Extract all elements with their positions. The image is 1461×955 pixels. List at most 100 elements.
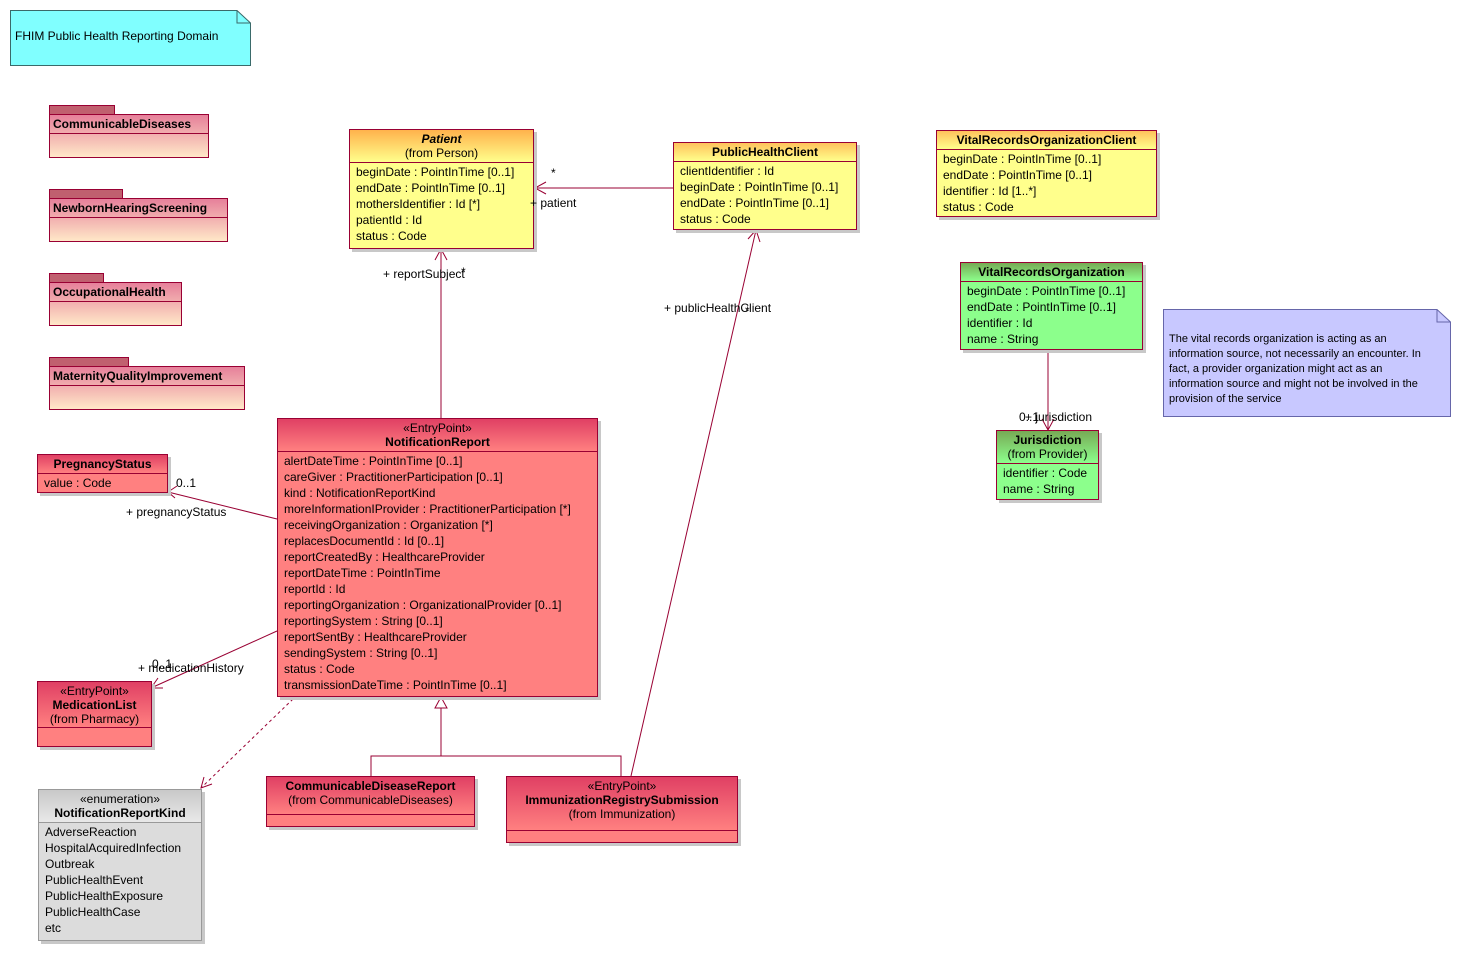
attribute: sendingSystem : String [0..1] bbox=[284, 646, 438, 660]
class-name: ImmunizationRegistrySubmission bbox=[525, 793, 719, 807]
attribute: patientId : Id bbox=[356, 213, 423, 227]
attribute: reportId : Id bbox=[284, 582, 346, 596]
attribute: reportingSystem : String [0..1] bbox=[284, 614, 443, 628]
multiplicity-jurisdiction: 0..1 bbox=[1019, 410, 1040, 424]
attribute: reportSentBy : HealthcareProvider bbox=[284, 630, 467, 644]
attribute: identifier : Id bbox=[967, 316, 1033, 330]
generalization-triangle bbox=[434, 695, 448, 709]
package-tab bbox=[49, 105, 115, 115]
enum-notification-report-kind[interactable]: «enumeration» NotificationReportKind Adv… bbox=[38, 789, 202, 941]
class-communicable-disease-report[interactable]: CommunicableDiseaseReport (from Communic… bbox=[266, 776, 475, 827]
class-name: Jurisdiction bbox=[1013, 433, 1082, 447]
package-communicable-diseases[interactable]: CommunicableDiseases bbox=[49, 114, 209, 158]
role-public-health-client: + publicHealthClient bbox=[664, 301, 772, 315]
attribute-list: beginDate : PointInTime [0..1] endDate :… bbox=[961, 282, 1142, 348]
assoc-report-pregnancy bbox=[167, 491, 278, 520]
attribute: moreInformationIProvider : PractitionerP… bbox=[284, 502, 571, 516]
package-tab bbox=[49, 273, 104, 283]
class-immunization-registry-submission[interactable]: «EntryPoint» ImmunizationRegistrySubmiss… bbox=[506, 776, 738, 843]
enum-literal: PublicHealthEvent bbox=[45, 873, 144, 887]
literal-list: AdverseReaction HospitalAcquiredInfectio… bbox=[39, 823, 201, 937]
attribute: beginDate : PointInTime [0..1] bbox=[680, 180, 839, 194]
multiplicity-medication-history: 0..1 bbox=[152, 657, 173, 671]
package-name: CommunicableDiseases bbox=[50, 115, 208, 134]
class-public-health-client[interactable]: PublicHealthClient clientIdentifier : Id… bbox=[673, 142, 857, 230]
enum-literal: etc bbox=[45, 921, 62, 935]
attribute: beginDate : PointInTime [0..1] bbox=[943, 152, 1102, 166]
vital-records-note: The vital records organization is acting… bbox=[1163, 309, 1451, 417]
attribute: identifier : Id [1..*] bbox=[943, 184, 1037, 198]
class-name: MedicationList bbox=[52, 698, 137, 712]
attribute: reportDateTime : PointInTime bbox=[284, 566, 441, 580]
class-medication-list[interactable]: «EntryPoint» MedicationList (from Pharma… bbox=[37, 681, 152, 747]
attribute: careGiver : PractitionerParticipation [0… bbox=[284, 470, 503, 484]
class-patient[interactable]: Patient (from Person) beginDate : PointI… bbox=[349, 129, 534, 249]
role-report-subject: + reportSubject bbox=[383, 267, 465, 281]
class-name: NotificationReportKind bbox=[54, 806, 186, 820]
role-pregnancy-status: + pregnancyStatus bbox=[126, 505, 227, 519]
arrowhead-patient bbox=[533, 181, 547, 195]
class-vital-records-organization[interactable]: VitalRecordsOrganization beginDate : Poi… bbox=[960, 262, 1143, 350]
package-name: MaternityQualityImprovement bbox=[50, 367, 244, 386]
class-name: CommunicableDiseaseReport bbox=[285, 779, 456, 793]
attribute: beginDate : PointInTime [0..1] bbox=[356, 165, 515, 179]
class-origin: (from Provider) bbox=[1007, 447, 1088, 461]
diagram-title: FHIM Public Health Reporting Domain bbox=[15, 29, 219, 43]
class-origin: (from Pharmacy) bbox=[49, 712, 140, 726]
role-patient: + patient bbox=[530, 196, 577, 210]
class-name: VitalRecordsOrganization bbox=[978, 265, 1125, 279]
class-jurisdiction[interactable]: Jurisdiction (from Provider) identifier … bbox=[996, 430, 1099, 500]
attribute: kind : NotificationReportKind bbox=[284, 486, 436, 500]
class-pregnancy-status[interactable]: PregnancyStatus value : Code bbox=[37, 454, 168, 493]
diagram-title-note: FHIM Public Health Reporting Domain bbox=[10, 10, 251, 66]
enum-literal: HospitalAcquiredInfection bbox=[45, 841, 182, 855]
enum-literal: Outbreak bbox=[45, 857, 95, 871]
attribute: status : Code bbox=[943, 200, 1014, 214]
class-name: PublicHealthClient bbox=[711, 145, 818, 159]
package-tab bbox=[49, 189, 123, 199]
assoc-submission-client bbox=[630, 229, 757, 777]
attribute: beginDate : PointInTime [0..1] bbox=[967, 284, 1126, 298]
attribute: receivingOrganization : Organization [*] bbox=[284, 518, 493, 532]
attribute: endDate : PointInTime [0..1] bbox=[356, 181, 505, 195]
class-origin: (from CommunicableDiseases) bbox=[288, 793, 453, 807]
attribute: endDate : PointInTime [0..1] bbox=[680, 196, 829, 210]
attribute-list: beginDate : PointInTime [0..1] endDate :… bbox=[350, 163, 533, 245]
class-stereotype: «EntryPoint» bbox=[60, 684, 129, 698]
role-jurisdiction: + jurisdiction bbox=[1025, 410, 1093, 424]
package-newborn-hearing-screening[interactable]: NewbornHearingScreening bbox=[49, 198, 228, 242]
enum-literal: PublicHealthCase bbox=[45, 905, 141, 919]
attribute: endDate : PointInTime [0..1] bbox=[967, 300, 1116, 314]
attribute: transmissionDateTime : PointInTime [0..1… bbox=[284, 678, 507, 692]
arrowhead-public-health-client bbox=[747, 229, 761, 243]
arrowhead-report-subject bbox=[434, 247, 448, 261]
enum-literal: PublicHealthExposure bbox=[45, 889, 164, 903]
arrowhead-pregnancy bbox=[167, 485, 178, 499]
attribute: endDate : PointInTime [0..1] bbox=[943, 168, 1092, 182]
attribute: alertDateTime : PointInTime [0..1] bbox=[284, 454, 463, 468]
multiplicity-patient: * bbox=[551, 166, 556, 180]
attribute: replacesDocumentId : Id [0..1] bbox=[284, 534, 445, 548]
class-origin: (from Immunization) bbox=[568, 807, 676, 821]
attribute: value : Code bbox=[44, 476, 112, 490]
attribute: name : String bbox=[1003, 482, 1075, 496]
dependency-kind bbox=[200, 698, 294, 789]
package-occupational-health[interactable]: OccupationalHealth bbox=[49, 282, 182, 326]
package-maternity-quality-improvement[interactable]: MaternityQualityImprovement bbox=[49, 366, 245, 410]
note-shape bbox=[10, 10, 251, 66]
class-name: NotificationReport bbox=[385, 435, 490, 449]
class-vital-records-organization-client[interactable]: VitalRecordsOrganizationClient beginDate… bbox=[936, 130, 1157, 217]
class-notification-report[interactable]: «EntryPoint» NotificationReport alertDat… bbox=[277, 418, 598, 697]
attribute-list: value : Code bbox=[38, 474, 167, 492]
multiplicity-public-health-client: * bbox=[745, 304, 750, 318]
attribute: status : Code bbox=[680, 212, 751, 226]
class-name: PregnancyStatus bbox=[53, 457, 152, 471]
class-stereotype: «EntryPoint» bbox=[403, 421, 472, 435]
multiplicity-report-subject: * bbox=[461, 265, 466, 279]
class-origin: (from Person) bbox=[404, 146, 479, 160]
generalization-irs bbox=[441, 755, 622, 776]
note-shape bbox=[1163, 309, 1451, 417]
note-text: The vital records organization is acting… bbox=[1169, 333, 1421, 405]
class-stereotype: «enumeration» bbox=[79, 792, 161, 806]
